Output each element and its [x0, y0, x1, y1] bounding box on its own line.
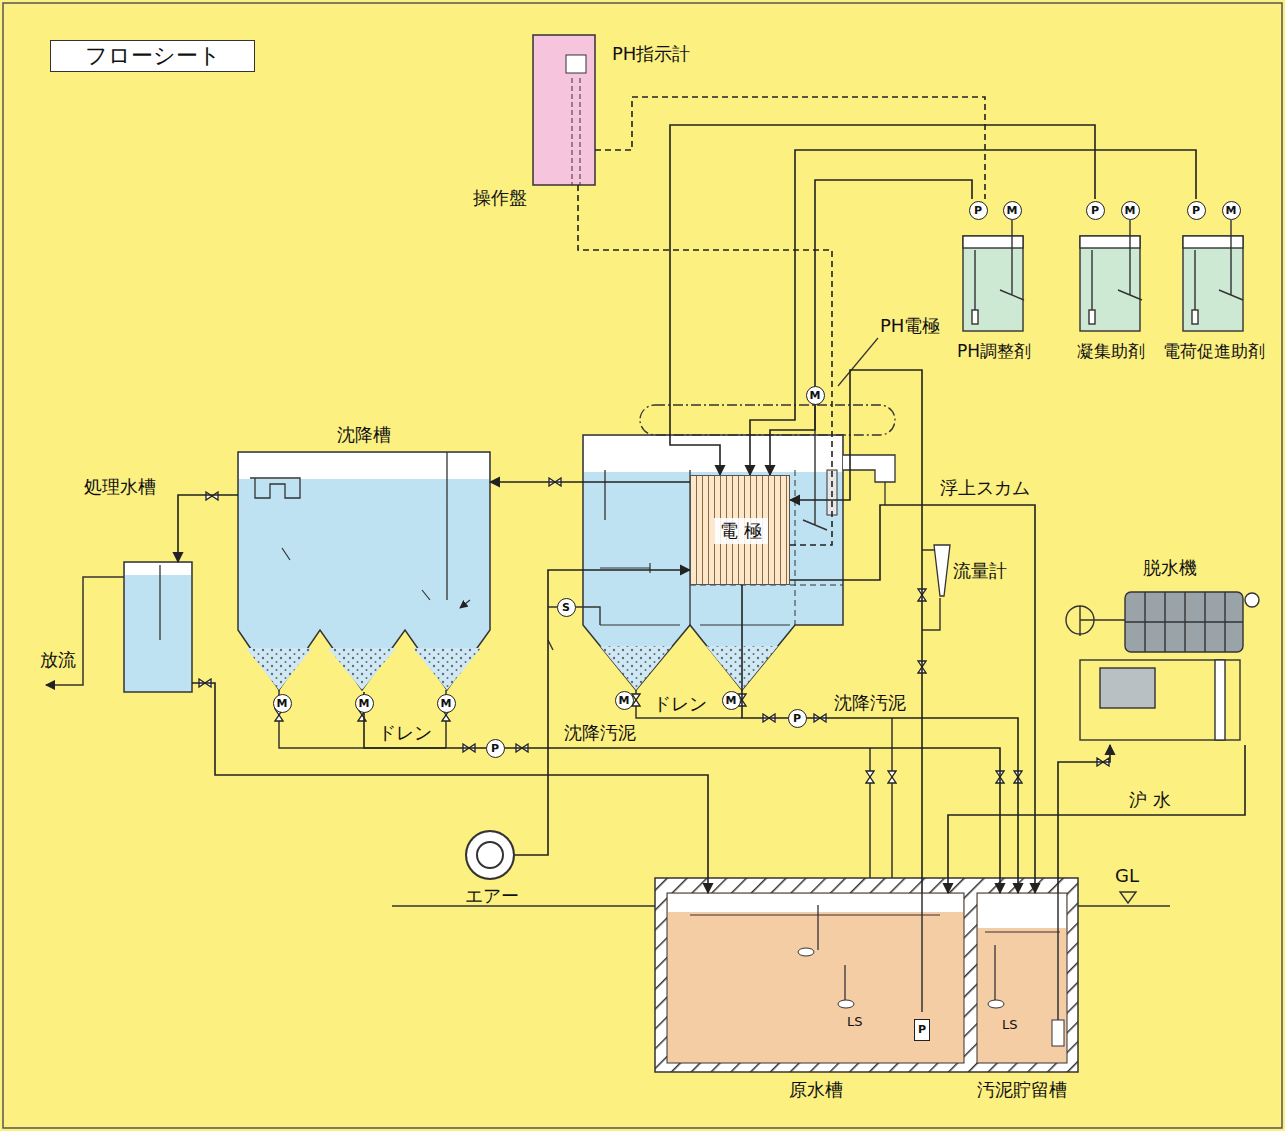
motor-symbol: M [1121, 201, 1140, 220]
node-label: 処理水槽 [84, 476, 156, 498]
node-label: 凝集助剤 [1077, 341, 1145, 361]
motor-valve: M [806, 386, 825, 405]
level-switch: LS [1002, 1017, 1018, 1033]
pipe-connector [742, 585, 1018, 893]
node-label: PH調整剤 [957, 341, 1031, 361]
sludge-storage-tank: 汚泥貯留槽 [977, 893, 1067, 1063]
pipe-connector [948, 745, 1245, 893]
pipe-connector [192, 683, 708, 893]
node-label: 電荷促進助剤 [1163, 341, 1265, 361]
settling-tank: 沈降槽 [238, 452, 490, 692]
motor-symbol: M [1003, 201, 1022, 220]
air-blower: エアー [465, 830, 515, 880]
motor-symbol: M [1222, 201, 1241, 220]
pipe-connector [490, 481, 690, 483]
node-label: 操作盤 [473, 187, 527, 209]
edge-label: 沈降汚泥 [561, 722, 639, 744]
motor-valve: M [437, 694, 456, 713]
solenoid-valve: S [557, 598, 576, 617]
edge-label: 浮上スカム [937, 477, 1033, 499]
pump-symbol: P [969, 201, 988, 220]
node-label: 沈降槽 [337, 424, 391, 446]
outlet-label: 放流 [40, 649, 76, 671]
electrode-block: 電 極 [690, 475, 790, 585]
node-label: 原水槽 [789, 1079, 843, 1101]
node-label: 汚泥貯留槽 [977, 1079, 1067, 1101]
node-label: 電 極 [714, 518, 768, 544]
drain-label: ドレン [378, 722, 432, 744]
title-box: フローシート [50, 40, 255, 72]
motor-valve: M [273, 694, 292, 713]
pipe-connector [178, 495, 238, 562]
level-switch: LS [847, 1014, 863, 1030]
pipe-connector [595, 97, 985, 199]
treated-water-tank: 処理水槽 [124, 562, 192, 692]
pipe-connector [750, 150, 1196, 475]
pipe-connector [790, 370, 922, 893]
pump-symbol: P [788, 709, 807, 728]
pipe-connector [790, 505, 1035, 893]
callout-label: PH電極 [880, 315, 940, 337]
pipe-connector [1058, 745, 1110, 893]
callout-label: 流量計 [953, 560, 1007, 582]
edge-label: 沈降汚泥 [831, 692, 909, 714]
motor-valve: M [722, 691, 741, 710]
control-panel: PH指示計操作盤 [533, 35, 595, 185]
submersible-pump: P [914, 1019, 930, 1041]
node-label: エアー [465, 885, 519, 907]
ground-level: GL [1115, 865, 1139, 887]
pump-symbol: P [486, 739, 505, 758]
node-label: PH指示計 [612, 43, 690, 65]
pipe-connector [670, 125, 1095, 475]
pump-symbol: P [1086, 201, 1105, 220]
edge-label: 沪 水 [1126, 789, 1174, 811]
motor-valve: M [355, 694, 374, 713]
pump-symbol: P [1187, 201, 1206, 220]
pipe-connector [770, 180, 972, 475]
dewatering-machine: 脱水機 [1070, 585, 1270, 745]
node-label: 脱水機 [1143, 557, 1197, 579]
pipe-connector [364, 692, 1000, 893]
drain-label: ドレン [653, 693, 707, 715]
motor-valve: M [615, 691, 634, 710]
